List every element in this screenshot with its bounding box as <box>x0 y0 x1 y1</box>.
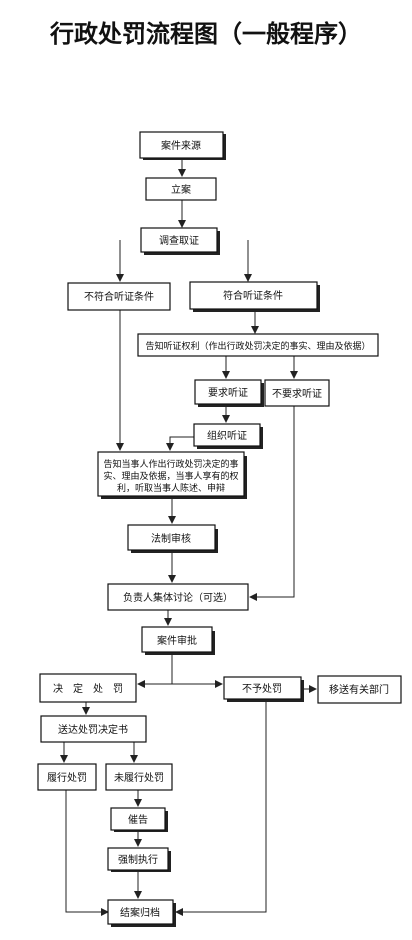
node-decide-penalty-label: 决 定 处 罚 <box>53 682 123 695</box>
node-not-hearing-label: 不符合听证条件 <box>84 290 154 303</box>
node-decide-penalty: 决 定 处 罚 <box>39 673 137 703</box>
node-notify-hearing-rights-label: 告知听证权利（作出行政处罚决定的事实、理由及依据） <box>145 340 370 352</box>
node-notify-hearing-rights: 告知听证权利（作出行政处罚决定的事实、理由及依据） <box>137 333 379 357</box>
node-investigate: 调查取证 <box>140 227 220 255</box>
node-collective-discussion: 负责人集体讨论（可选） <box>107 583 249 611</box>
node-warning-label: 催告 <box>128 813 148 826</box>
node-case-approval: 案件审批 <box>141 626 215 655</box>
node-organize-hearing-label: 组织听证 <box>207 429 247 442</box>
arrow-no-request-to-collective <box>249 406 295 601</box>
node-performed-label: 履行处罚 <box>47 771 87 784</box>
node-performed: 履行处罚 <box>37 763 97 791</box>
node-not-performed-label: 未履行处罚 <box>114 771 164 784</box>
node-request-hearing: 要求听证 <box>194 379 264 407</box>
arrow-no-penalty-to-close <box>175 699 267 916</box>
arrow-performed-to-close <box>65 790 109 916</box>
node-collective-discussion-label: 负责人集体讨论（可选） <box>123 591 233 604</box>
node-investigate-label: 调查取证 <box>159 234 199 247</box>
node-notify-party-line-1: 告知当事人作出行政处罚决定的事 <box>103 458 238 470</box>
node-no-penalty-label: 不予处罚 <box>242 683 282 695</box>
node-notify-party-line-2: 实、理由及依据，当事人享有的权 <box>103 470 238 482</box>
page-title: 行政处罚流程图（一般程序） <box>49 20 362 48</box>
node-case-source: 案件来源 <box>139 131 226 160</box>
node-legal-review-label: 法制审核 <box>151 532 191 545</box>
node-notify-party: 告知当事人作出行政处罚决定的事 实、理由及依据，当事人享有的权 利，听取当事人陈… <box>97 451 247 499</box>
node-deliver-decision-label: 送达处罚决定书 <box>58 723 128 736</box>
node-request-hearing-label: 要求听证 <box>208 387 248 399</box>
node-transfer-label: 移送有关部门 <box>329 683 389 696</box>
node-case-source-label: 案件来源 <box>161 139 201 152</box>
node-enforce: 强制执行 <box>107 847 171 872</box>
node-transfer: 移送有关部门 <box>317 675 402 704</box>
node-notify-party-line-3: 利，听取当事人陈述、申辩 <box>117 482 225 494</box>
node-enforce-label: 强制执行 <box>118 853 158 866</box>
arrow-organize-to-notify-party <box>166 436 194 451</box>
node-close-archive: 结案归档 <box>107 899 176 927</box>
node-warning: 催告 <box>110 807 168 832</box>
node-close-archive-label: 结案归档 <box>120 906 160 919</box>
node-case-approval-label: 案件审批 <box>157 634 197 647</box>
node-legal-review: 法制审核 <box>127 524 218 553</box>
node-register-label: 立案 <box>171 183 191 196</box>
node-meet-hearing-label: 符合听证条件 <box>223 289 283 302</box>
node-no-penalty: 不予处罚 <box>223 676 304 702</box>
node-no-request-hearing-label: 不要求听证 <box>272 388 322 400</box>
node-meet-hearing: 符合听证条件 <box>189 281 320 312</box>
node-deliver-decision: 送达处罚决定书 <box>40 715 147 743</box>
node-no-request-hearing: 不要求听证 <box>264 379 330 407</box>
node-not-hearing: 不符合听证条件 <box>67 282 171 311</box>
connectors <box>60 160 317 916</box>
node-organize-hearing: 组织听证 <box>193 423 263 449</box>
node-not-performed: 未履行处罚 <box>105 763 173 791</box>
node-register: 立案 <box>145 177 217 201</box>
